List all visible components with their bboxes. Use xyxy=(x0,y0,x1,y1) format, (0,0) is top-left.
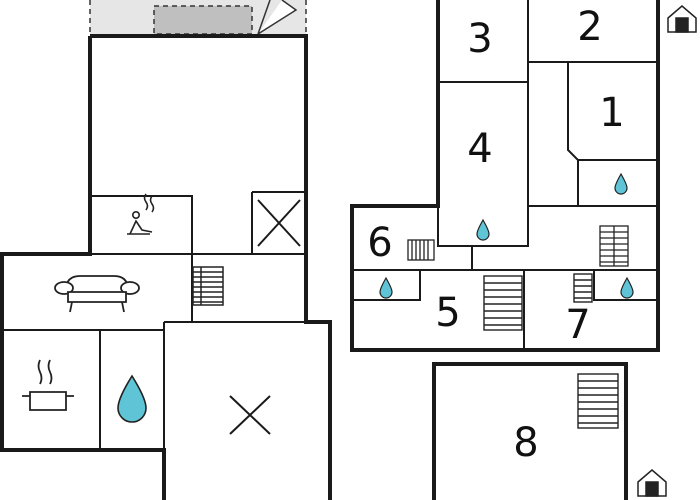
terrace xyxy=(89,0,307,36)
room-number-2: 2 xyxy=(577,4,602,50)
water-drop-icon xyxy=(620,276,634,299)
sauna-icon xyxy=(127,193,155,235)
stairs-icon xyxy=(577,373,619,429)
right-building xyxy=(350,0,660,352)
cooking-pot-icon xyxy=(22,359,74,411)
left-outer-wall xyxy=(0,34,332,500)
room-number-4: 4 xyxy=(467,126,492,172)
entrance-house-icon xyxy=(637,469,667,497)
entrance-house-icon xyxy=(667,5,697,33)
skylight xyxy=(153,5,253,35)
water-drop-icon xyxy=(614,172,628,195)
radiator-icon xyxy=(407,239,435,261)
room-number-8: 8 xyxy=(513,420,538,466)
left-building xyxy=(0,0,332,500)
room-number-6: 6 xyxy=(367,220,392,266)
open-space-cross-icon xyxy=(229,395,271,435)
room-number-3: 3 xyxy=(467,16,492,62)
room-number-7: 7 xyxy=(565,302,590,348)
water-drop-icon xyxy=(379,276,393,299)
annex-outer-wall xyxy=(432,362,628,500)
left-inner-walls xyxy=(2,191,330,450)
door-swing xyxy=(257,0,298,35)
stairs-icon xyxy=(192,266,224,306)
sofa-icon xyxy=(54,275,140,313)
annex-building xyxy=(432,362,628,500)
radiator-icon xyxy=(599,225,629,267)
open-space-cross-icon xyxy=(257,199,301,247)
room-number-5: 5 xyxy=(435,290,460,336)
water-drop-icon xyxy=(476,218,490,241)
room-number-1: 1 xyxy=(599,90,624,136)
right-outer-wall xyxy=(350,0,660,352)
right-inner-walls xyxy=(352,0,658,350)
water-drop-icon xyxy=(117,374,147,423)
stairs-icon xyxy=(573,273,593,303)
stairs-icon xyxy=(483,275,523,331)
